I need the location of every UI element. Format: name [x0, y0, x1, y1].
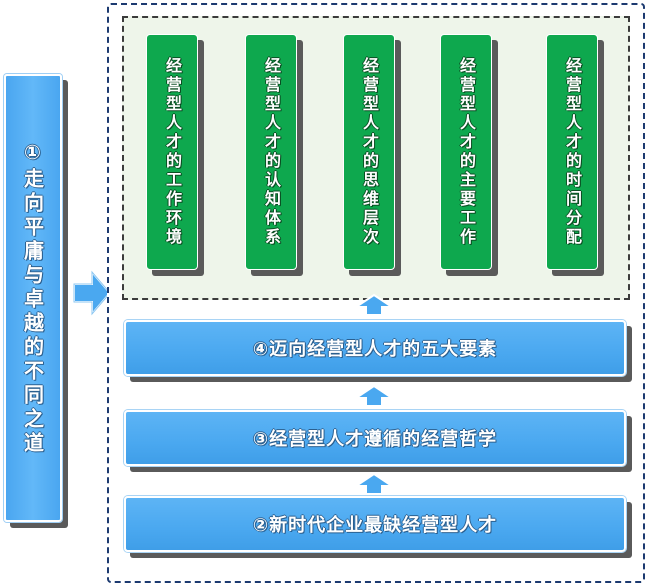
five-elements-label: ④迈向经营型人才的五大要素 — [252, 339, 498, 360]
element-pill-label: 经营型人才的时间分配 — [563, 57, 582, 247]
arrow-up-icon — [354, 384, 394, 407]
arrow-up-icon — [354, 472, 394, 495]
element-pill-label: 经营型人才的认知体系 — [262, 57, 281, 247]
element-pill-label: 经营型人才的工作环境 — [163, 57, 182, 247]
left-bar-label: ①走向平庸与卓越的不同之道 — [20, 140, 45, 456]
element-pill-4: 经营型人才的主要工作 — [440, 34, 492, 270]
element-pill-3: 经营型人才的思维层次 — [343, 34, 395, 270]
element-pill-label: 经营型人才的思维层次 — [360, 57, 379, 247]
philosophy-bar: ③经营型人才遵循的经营哲学 — [124, 410, 626, 466]
element-pill-label: 经营型人才的主要工作 — [457, 57, 476, 247]
element-pill-2: 经营型人才的认知体系 — [245, 34, 297, 270]
element-pill-5: 经营型人才的时间分配 — [546, 34, 598, 270]
five-elements-bar: ④迈向经营型人才的五大要素 — [124, 320, 626, 376]
shortage-label: ②新时代企业最缺经营型人才 — [252, 515, 498, 536]
left-bar: ①走向平庸与卓越的不同之道 — [4, 74, 62, 522]
arrow-up-icon — [354, 293, 394, 316]
element-pill-1: 经营型人才的工作环境 — [146, 34, 198, 270]
philosophy-label: ③经营型人才遵循的经营哲学 — [252, 429, 498, 450]
arrow-right-icon — [73, 269, 112, 317]
shortage-bar: ②新时代企业最缺经营型人才 — [124, 496, 626, 552]
